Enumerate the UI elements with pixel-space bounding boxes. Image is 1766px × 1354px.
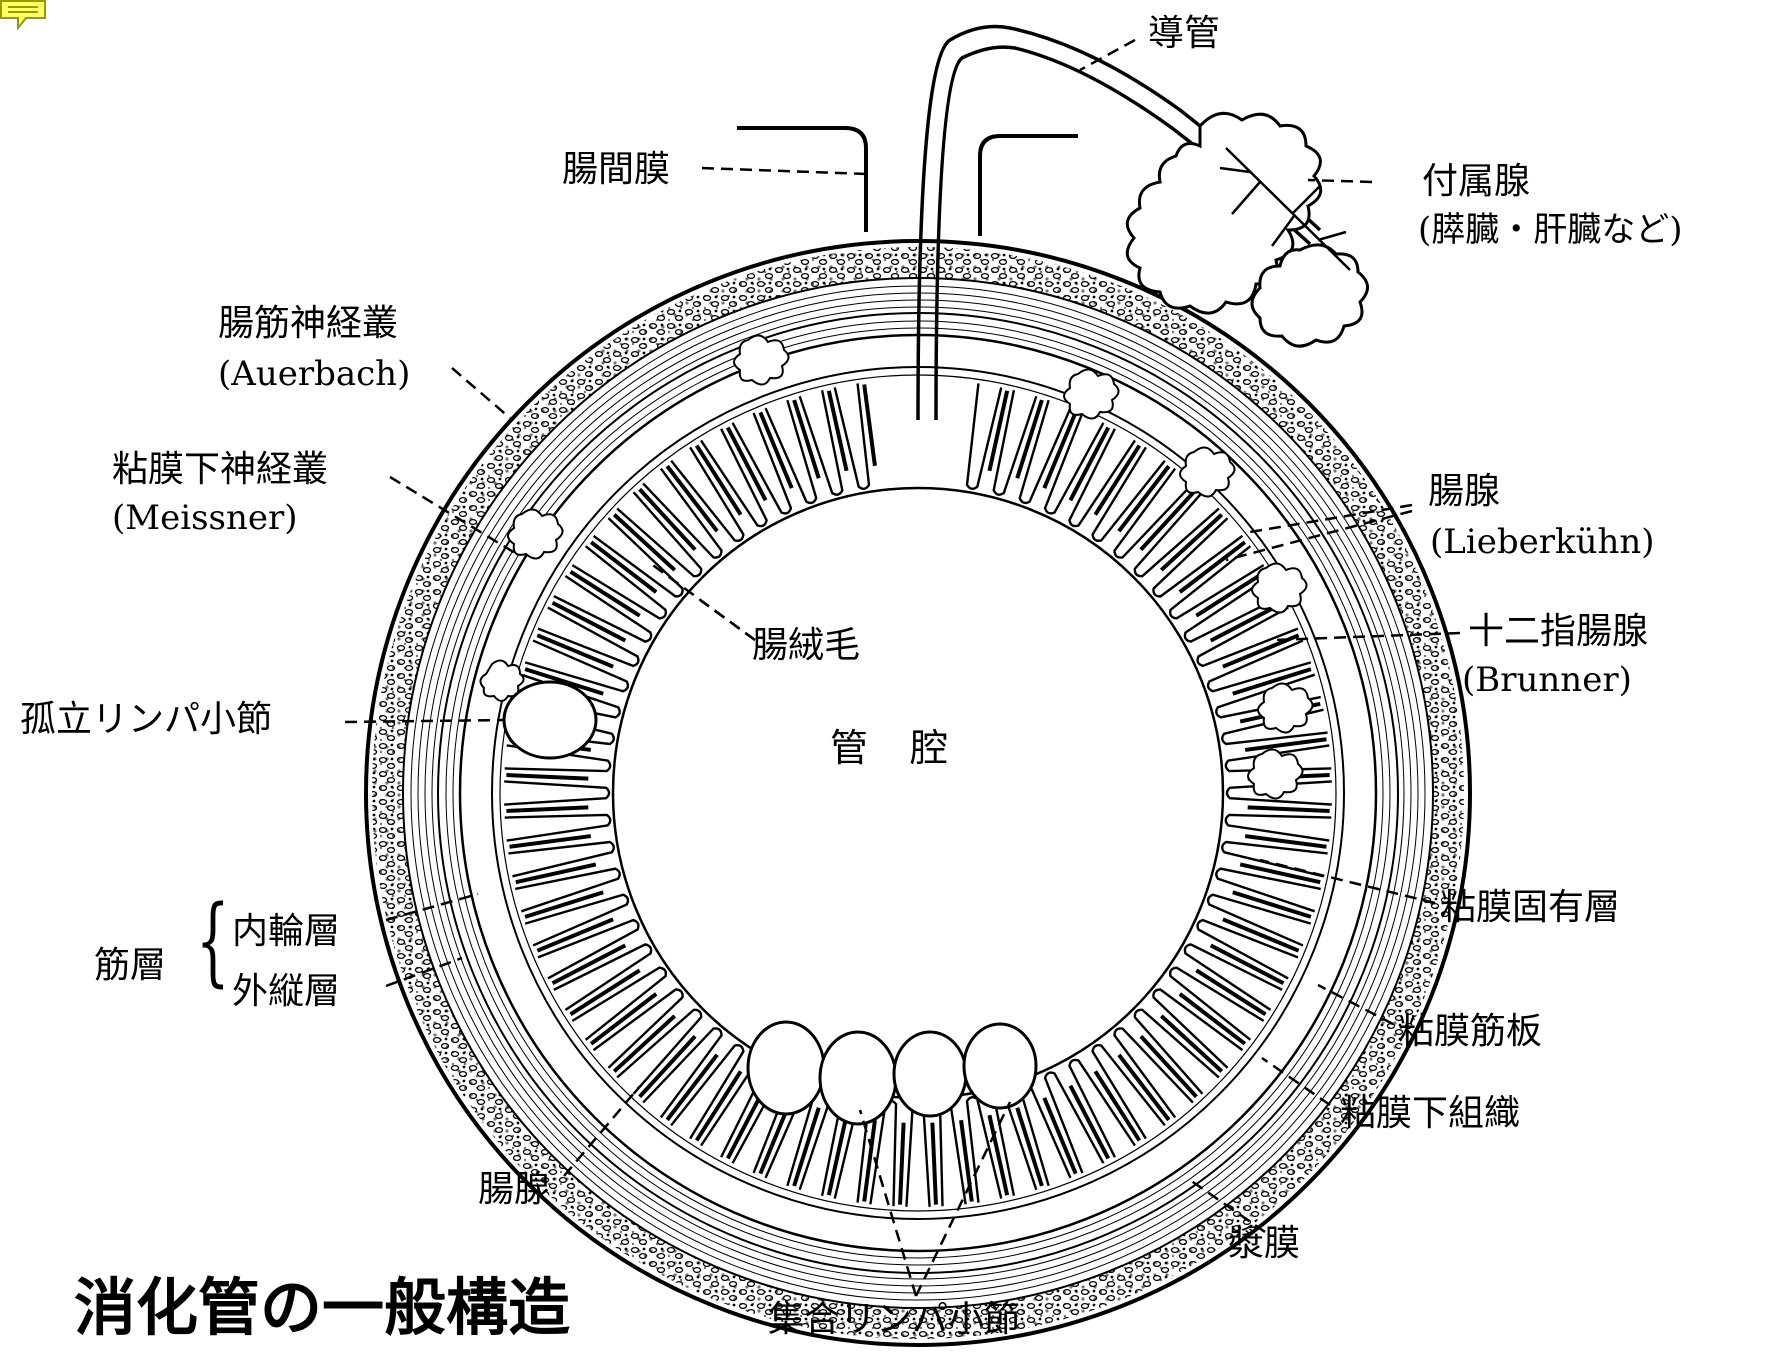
mesentery	[737, 128, 1078, 236]
label-mesentery: 腸間膜	[562, 148, 670, 192]
label-serosa: 漿膜	[1228, 1222, 1300, 1266]
label-duct: 導管	[1148, 12, 1220, 56]
page-title: 消化管の一般構造	[74, 1270, 570, 1346]
solitary-lymph-nodule	[504, 682, 596, 758]
label-intestinal-gland-right: 腸腺	[1428, 470, 1500, 514]
label-aggregated-lymph-nodules: 集合リンパ小節	[768, 1298, 1020, 1342]
label-duodenal-gland-name: (Brunner)	[1462, 658, 1632, 702]
label-intestinal-gland-bottom: 腸腺	[478, 1168, 550, 1212]
label-solitary-lymph-nodule: 孤立リンパ小節	[20, 698, 272, 742]
label-lamina-propria: 粘膜固有層	[1440, 886, 1620, 930]
label-muscle-layer: 筋層	[94, 944, 166, 988]
label-outer-longitudinal: 外縦層	[232, 970, 340, 1014]
label-myenteric-plexus: 腸筋神経叢	[218, 302, 398, 346]
label-villi: 腸絨毛	[752, 624, 860, 668]
label-accessory-gland: 付属腺	[1422, 160, 1530, 204]
label-intestinal-gland-right-name: (Lieberkühn)	[1430, 520, 1655, 564]
label-inner-circular: 内輪層	[232, 910, 340, 954]
muscle-layer-brace: {	[196, 893, 230, 989]
label-myenteric-plexus-name: (Auerbach)	[218, 352, 410, 396]
label-lumen: 管 腔	[830, 726, 950, 770]
label-muscularis-mucosae: 粘膜筋板	[1398, 1010, 1542, 1054]
label-accessory-gland-examples: (膵臓・肝臓など)	[1418, 208, 1683, 252]
lumen	[613, 488, 1223, 1098]
label-duodenal-gland: 十二指腸腺	[1468, 610, 1648, 654]
label-submucosa: 粘膜下組織	[1340, 1092, 1520, 1136]
label-submucosal-plexus: 粘膜下神経叢	[112, 448, 328, 492]
label-submucosal-plexus-name: (Meissner)	[112, 496, 298, 540]
